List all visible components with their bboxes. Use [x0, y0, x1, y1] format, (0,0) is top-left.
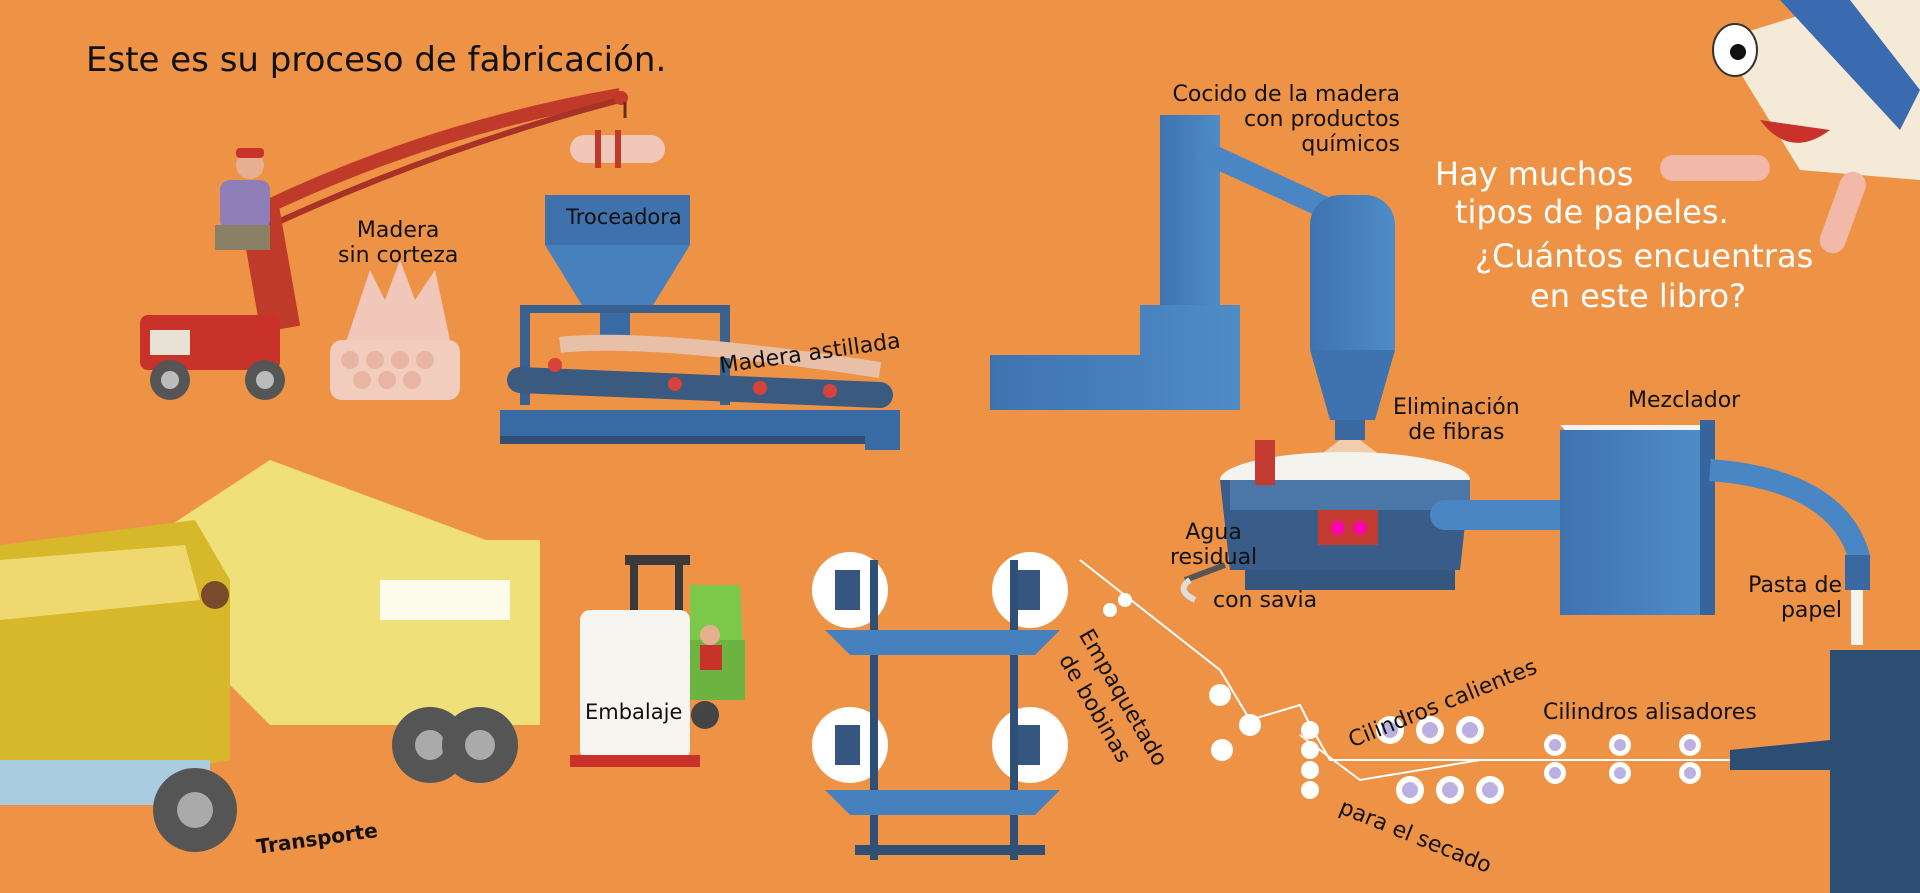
digester-tower	[990, 115, 1400, 470]
quiz-line-4: en este libro?	[1530, 277, 1747, 315]
label-pasta-de-papel: Pasta de papel	[1748, 573, 1842, 623]
debarked-wood-pile	[330, 260, 460, 400]
label-embalaje: Embalaje	[585, 700, 683, 724]
quiz-line-3: ¿Cuántos encuentras	[1475, 237, 1814, 275]
label-cocido: Cocido de la madera con productos químic…	[1172, 82, 1400, 157]
drying-cylinders	[1301, 716, 1504, 804]
rollers-line	[1079, 559, 1730, 782]
forklift	[570, 555, 745, 767]
label-eliminacion-fibras: Eliminación de fibras	[1393, 395, 1520, 445]
smoothing-cylinders	[1544, 734, 1701, 784]
headbox	[1730, 740, 1830, 770]
label-madera-sin-corteza: Madera sin corteza	[338, 218, 459, 268]
label-mezclador: Mezclador	[1628, 388, 1741, 413]
quiz-line-2: tipos de papeles.	[1455, 193, 1729, 231]
page-title: Este es su proceso de fabricación.	[86, 40, 667, 80]
label-cilindros-alisadores: Cilindros alisadores	[1543, 700, 1757, 725]
hanging-logs	[570, 130, 665, 168]
label-con-savia: con savia	[1213, 588, 1318, 613]
truck	[0, 460, 540, 852]
paper-machine-head	[1830, 650, 1920, 893]
paper-roll-mascot-character	[1660, 0, 1920, 254]
crane	[140, 88, 628, 400]
small-rollers	[1103, 593, 1261, 761]
label-troceadora: Troceadora	[566, 205, 682, 229]
fiber-removal-tank	[1180, 440, 1470, 603]
chipper-machine	[500, 195, 900, 450]
mixer	[1560, 420, 1871, 645]
quiz-line-1: Hay muchos	[1435, 155, 1634, 193]
label-agua-residual: Agua residual	[1170, 520, 1258, 570]
bobbin-rack	[812, 552, 1068, 860]
